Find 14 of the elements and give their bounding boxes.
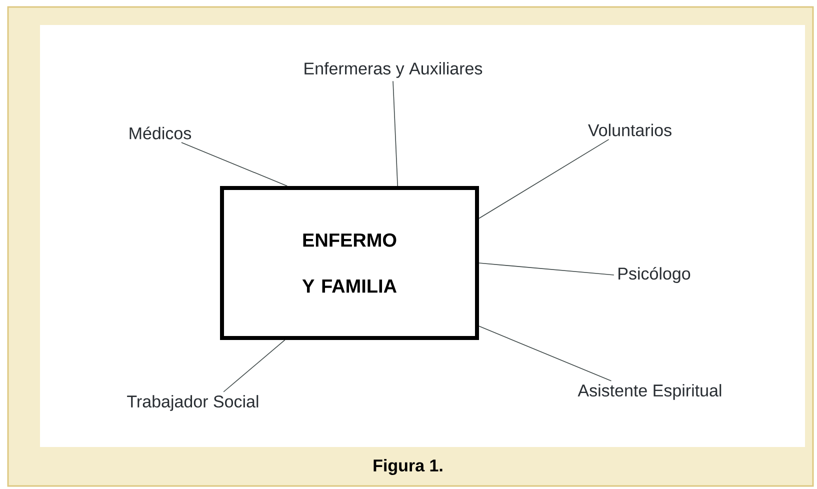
- role-label: Voluntarios: [588, 124, 672, 136]
- role-label: Trabajador Social: [127, 395, 258, 411]
- connector-line: [181, 142, 288, 186]
- connector-line: [478, 139, 610, 219]
- role-label: Psicólogo: [618, 266, 690, 284]
- role-label: Enfermeras y Auxiliares: [304, 62, 482, 78]
- figure-caption: Figura 1.: [374, 459, 442, 475]
- connector-line: [478, 326, 612, 382]
- role-label: Asistente Espiritual: [578, 384, 722, 400]
- label-box: ENFERMO Y FAMILIA: [220, 186, 479, 340]
- role-label: Médicos: [130, 126, 192, 140]
- connector-line: [223, 340, 286, 392]
- connector-line: [392, 80, 398, 186]
- connector-line: [478, 262, 614, 276]
